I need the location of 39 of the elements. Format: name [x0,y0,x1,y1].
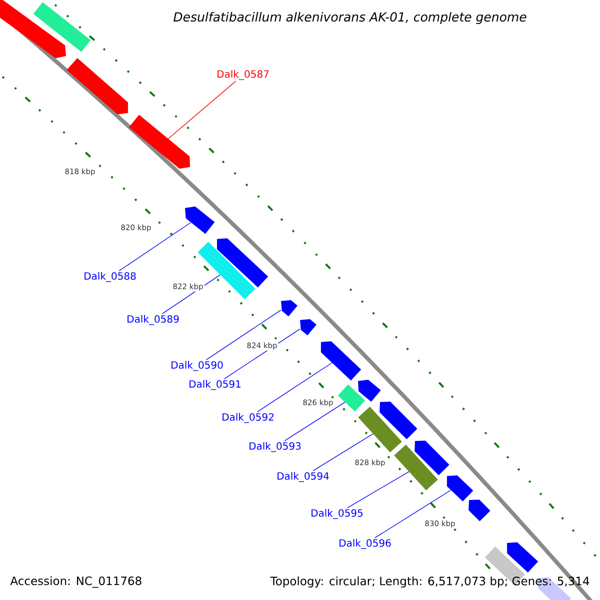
gene-block [468,500,490,522]
gene-block [414,440,450,476]
leader-line [257,362,332,412]
leader-line [374,490,452,538]
leader-line [284,402,346,442]
gene-block [185,206,215,234]
gene-label: Dalk_0594 [278,472,329,482]
footer-text: Topology: circular; Length: 6,517,073 bp; Genes: 5,314 [270,576,590,588]
gene-bar [358,406,402,452]
gene-block [446,475,474,502]
gene-label: Dalk_0588 [84,272,136,282]
gene-block [507,542,538,572]
leader-line [312,433,374,472]
gene-block [320,341,362,380]
gene-bar [33,2,91,52]
leader-line [347,471,410,508]
gene-block [128,114,190,169]
gene-label: Dalk_0595 [312,509,363,519]
gene-block [281,300,298,316]
gene-label: Dalk_0592 [222,413,274,423]
gene-block [66,58,128,114]
footer-text: Accession: NC_011768 [10,576,142,588]
gene-block [217,238,268,288]
gene-label: Dalk_0590 [172,361,223,371]
gene-block [380,402,418,440]
gene-label: Dalk_0587 [218,70,269,80]
leader-line [118,222,192,272]
gene-bar [394,444,438,490]
leader-line [168,80,236,140]
gene-label: Dalk_0591 [190,380,240,390]
gene-label: Dalk_0589 [128,315,179,325]
gene-block [358,380,381,402]
gene-label: Dalk_0596 [340,539,391,549]
leader-line [206,310,282,360]
gene-block [300,319,316,336]
gene-block [0,0,66,58]
gene-bar [338,384,366,412]
gene-label: Dalk_0593 [250,442,301,452]
title: Desulfatibacillum alkenivorans AK-01, complete genome [174,12,526,24]
